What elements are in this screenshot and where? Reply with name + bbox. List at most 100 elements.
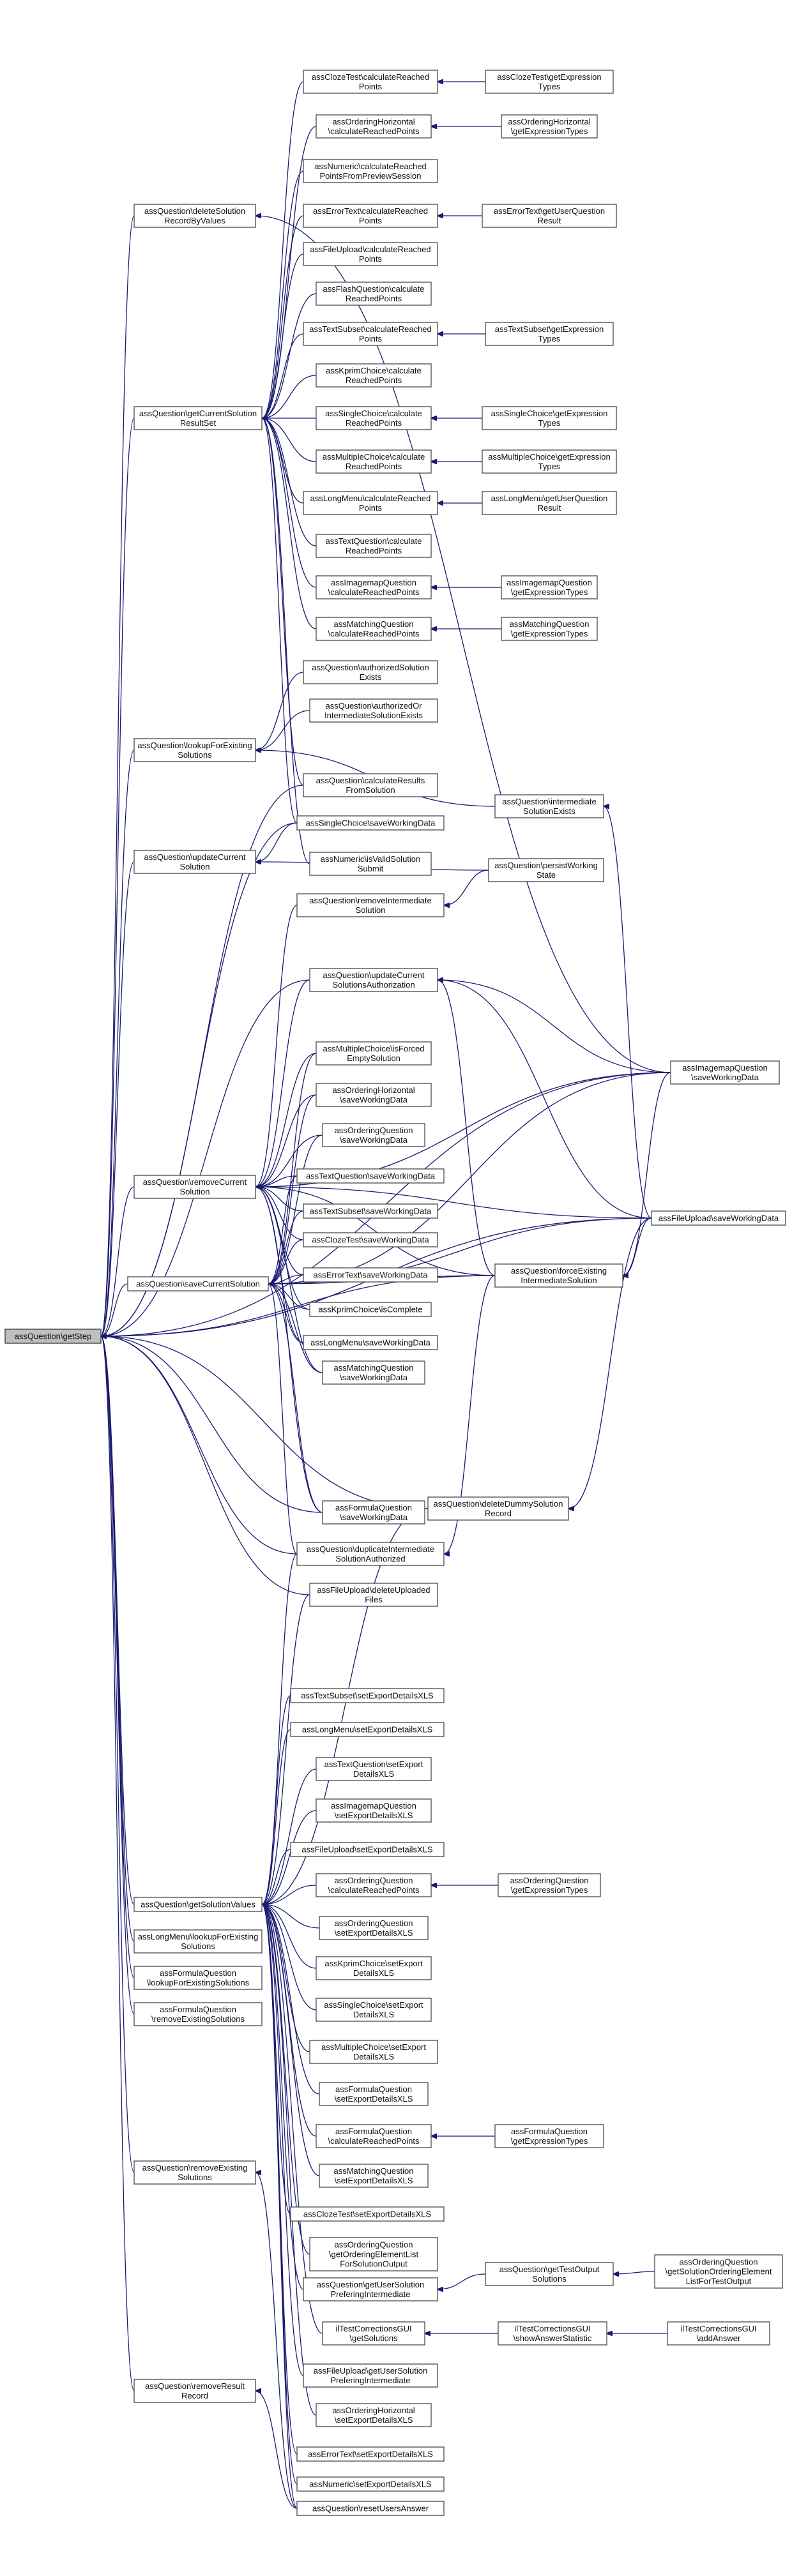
node-remExist[interactable]: assQuestion\removeExistingSolutions (133, 2160, 256, 2185)
node-fuSave[interactable]: assFileUpload\saveWorkingData (651, 1210, 786, 1226)
node-clozeXLS[interactable]: assClozeTest\setExportDetailsXLS (290, 2206, 445, 2222)
node-oqExpr[interactable]: assOrderingQuestion\getExpressionTypes (498, 1873, 601, 1897)
node-tsExpr[interactable]: assTextSubset\getExpressionTypes (485, 322, 614, 346)
node-imSave[interactable]: assImagemapQuestion\saveWorkingData (670, 1060, 780, 1085)
node-ohCalc[interactable]: assOrderingHorizontal\calculateReachedPo… (316, 114, 432, 139)
node-mqSave[interactable]: assMatchingQuestion\saveWorkingData (322, 1360, 425, 1385)
node-clozeCalc[interactable]: assClozeTest\calculateReachedPoints (303, 70, 438, 94)
node-oqSolOrder[interactable]: assOrderingQuestion\getSolutionOrderingE… (654, 2254, 783, 2289)
node-oqXLS[interactable]: assOrderingQuestion\setExportDetailsXLS (319, 1916, 429, 1940)
node-mcCalc[interactable]: assMultipleChoice\calculateReachedPoints (316, 449, 432, 474)
node-kprimXLS[interactable]: assKprimChoice\setExportDetailsXLS (316, 1956, 432, 1980)
node-clozeSave[interactable]: assClozeTest\saveWorkingData (303, 1232, 438, 1247)
node-fuXLS[interactable]: assFileUpload\setExportDetailsXLS (290, 1842, 445, 1857)
node-fqCalc[interactable]: assFormulaQuestion\calculateReachedPoint… (316, 2124, 432, 2148)
node-saveCur[interactable]: assQuestion\saveCurrentSolution (127, 1276, 269, 1292)
node-errCalc[interactable]: assErrorText\calculateReachedPoints (303, 204, 438, 228)
node-scExpr[interactable]: assSingleChoice\getExpressionTypes (482, 406, 617, 430)
node-fqRemove[interactable]: assFormulaQuestion\removeExistingSolutio… (133, 2002, 263, 2026)
node-getUserSol[interactable]: assQuestion\getUserSolutionPreferingInte… (303, 2277, 438, 2301)
node-kprimCalc[interactable]: assKprimChoice\calculateReachedPoints (316, 363, 432, 388)
node-resetAns[interactable]: assQuestion\resetUsersAnswer (296, 2501, 445, 2516)
node-authOrInt[interactable]: assQuestion\authorizedOrIntermediateSolu… (309, 698, 438, 723)
node-numCalc[interactable]: assNumeric\calculateReachedPointsFromPre… (303, 159, 438, 183)
node-imExpr[interactable]: assImagemapQuestion\getExpressionTypes (501, 575, 598, 599)
node-fqSave[interactable]: assFormulaQuestion\saveWorkingData (322, 1500, 425, 1525)
node-box (303, 70, 438, 94)
node-numXLS[interactable]: assNumeric\setExportDetailsXLS (296, 2476, 445, 2492)
node-label: SolutionsAuthorization (332, 980, 415, 990)
node-errSave[interactable]: assErrorText\saveWorkingData (303, 1267, 438, 1283)
node-imXLS[interactable]: assImagemapQuestion\setExportDetailsXLS (316, 1798, 432, 1823)
node-ohExpr[interactable]: assOrderingHorizontal\getExpressionTypes (501, 114, 598, 139)
node-oqOrder[interactable]: assOrderingQuestion\getOrderingElementLi… (309, 2237, 438, 2271)
node-lookup[interactable]: assQuestion\lookupForExistingSolutions (133, 738, 256, 762)
node-tcAdd[interactable]: ilTestCorrectionsGUI\addAnswer (667, 2321, 770, 2346)
node-fuUserSol[interactable]: assFileUpload\getUserSolutionPreferingIn… (303, 2363, 438, 2388)
node-tsXLS[interactable]: assTextSubset\setExportDetailsXLS (290, 1688, 445, 1703)
node-updAuth[interactable]: assQuestion\updateCurrentSolutionsAuthor… (309, 968, 438, 992)
node-lmXLS[interactable]: assLongMenu\setExportDetailsXLS (290, 1722, 445, 1737)
node-mqXLS[interactable]: assMatchingQuestion\setExportDetailsXLS (319, 2164, 429, 2188)
node-clozeExpr[interactable]: assClozeTest\getExpressionTypes (485, 70, 614, 94)
node-forceExist[interactable]: assQuestion\forceExistingIntermediateSol… (494, 1263, 623, 1288)
edge-persist-to-remInt (444, 870, 489, 905)
node-tsSave[interactable]: assTextSubset\saveWorkingData (303, 1203, 438, 1219)
node-label: PreferingIntermediate (330, 2376, 410, 2385)
node-scSave[interactable]: assSingleChoice\saveWorkingData (296, 815, 445, 831)
node-ohSave[interactable]: assOrderingHorizontal\saveWorkingData (316, 1083, 432, 1107)
node-tqCalc[interactable]: assTextQuestion\calculateReachedPoints (316, 534, 432, 558)
node-mcXLS[interactable]: assMultipleChoice\setExportDetailsXLS (309, 2040, 438, 2064)
node-ohXLS[interactable]: assOrderingHorizontal\setExportDetailsXL… (316, 2403, 432, 2427)
node-box (316, 617, 432, 641)
node-dupInt[interactable]: assQuestion\duplicateIntermediateSolutio… (296, 1542, 445, 1566)
node-label: \getSolutions (349, 2333, 398, 2343)
node-tcShow[interactable]: ilTestCorrectionsGUI\showAnswerStatistic (498, 2321, 607, 2346)
node-mqExpr[interactable]: assMatchingQuestion\getExpressionTypes (501, 617, 598, 641)
node-lmCalc[interactable]: assLongMenu\calculateReachedPoints (303, 491, 438, 515)
node-oqSave[interactable]: assOrderingQuestion\saveWorkingData (322, 1123, 425, 1147)
node-lmSave[interactable]: assLongMenu\saveWorkingData (303, 1335, 438, 1350)
node-tcGetSol[interactable]: ilTestCorrectionsGUI\getSolutions (322, 2321, 425, 2346)
node-scXLS[interactable]: assSingleChoice\setExportDetailsXLS (316, 1998, 432, 2022)
node-fuCalc[interactable]: assFileUpload\calculateReachedPoints (303, 242, 438, 266)
node-lmLookup[interactable]: assLongMenu\lookupForExistingSolutions (133, 1929, 263, 1954)
node-getSolVal[interactable]: assQuestion\getSolutionValues (133, 1897, 263, 1912)
node-errXLS[interactable]: assErrorText\setExportDetailsXLS (296, 2446, 445, 2462)
node-kprimComplete[interactable]: assKprimChoice\isComplete (309, 1302, 432, 1317)
node-root[interactable]: assQuestion\getStep (4, 1329, 102, 1344)
node-scCalc[interactable]: assSingleChoice\calculateReachedPoints (316, 406, 432, 430)
node-flashCalc[interactable]: assFlashQuestion\calculateReachedPoints (316, 282, 432, 306)
node-oqCalc[interactable]: assOrderingQuestion\calculateReachedPoin… (316, 1873, 432, 1897)
node-fqLookup[interactable]: assFormulaQuestion\lookupForExistingSolu… (133, 1966, 263, 1990)
node-tqSave[interactable]: assTextQuestion\saveWorkingData (296, 1168, 445, 1184)
node-label: assTextQuestion\saveWorkingData (306, 1171, 436, 1181)
node-label: Result (538, 503, 561, 513)
node-label: ReachedPoints (346, 375, 402, 385)
node-tqXLS[interactable]: assTextQuestion\setExportDetailsXLS (316, 1757, 432, 1781)
node-mcExpr[interactable]: assMultipleChoice\getExpressionTypes (482, 449, 617, 474)
node-imCalc[interactable]: assImagemapQuestion\calculateReachedPoin… (316, 575, 432, 599)
node-fqExpr[interactable]: assFormulaQuestion\getExpressionTypes (494, 2124, 604, 2148)
node-tsCalc[interactable]: assTextSubset\calculateReachedPoints (303, 322, 438, 346)
node-fqXLS[interactable]: assFormulaQuestion\setExportDetailsXLS (319, 2082, 429, 2106)
node-mqCalc[interactable]: assMatchingQuestion\calculateReachedPoin… (316, 617, 432, 641)
node-box (316, 449, 432, 474)
